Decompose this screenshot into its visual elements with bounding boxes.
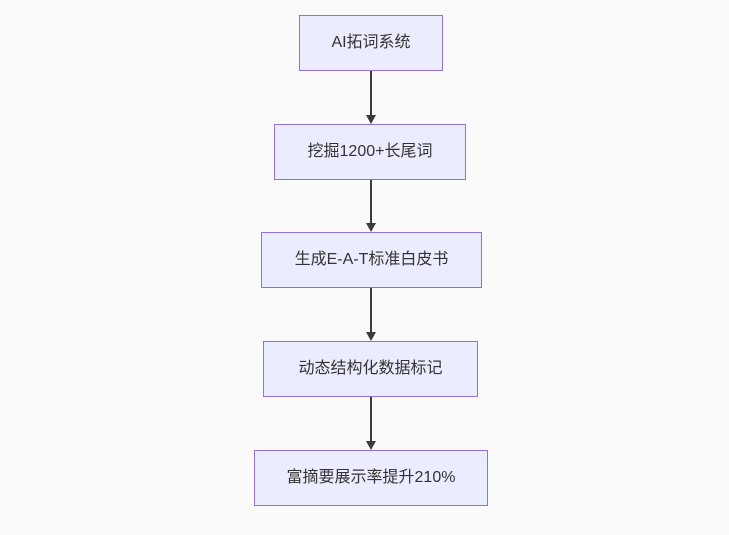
flow-arrow-down: [370, 180, 372, 223]
flow-node-label: 动态结构化数据标记: [298, 360, 443, 377]
flow-node-rich-snippet-result: 富摘要展示率提升210%: [254, 450, 488, 506]
flow-node-label: 挖掘1200+长尾词: [307, 143, 433, 160]
flow-node-label: 富摘要展示率提升210%: [286, 469, 456, 486]
flow-node-structured-data-markup: 动态结构化数据标记: [263, 341, 478, 397]
flow-arrow-down: [370, 288, 372, 332]
flow-arrow-down: [370, 71, 372, 115]
flow-node-eat-whitepaper: 生成E-A-T标准白皮书: [261, 232, 482, 288]
flow-node-label: AI拓词系统: [331, 34, 411, 51]
flow-node-label: 生成E-A-T标准白皮书: [294, 251, 449, 268]
flow-node-longtail-keywords: 挖掘1200+长尾词: [274, 124, 466, 180]
flow-node-ai-word-expansion: AI拓词系统: [299, 15, 443, 71]
flow-arrow-down: [370, 397, 372, 441]
